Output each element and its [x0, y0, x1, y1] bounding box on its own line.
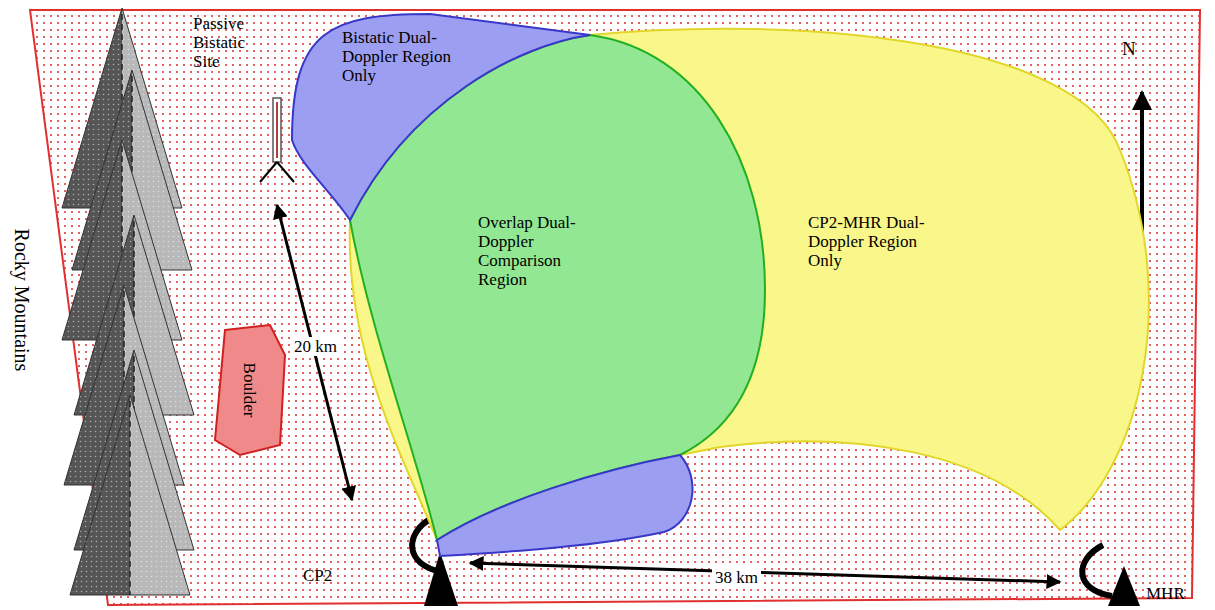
radar-label: CP2	[303, 566, 332, 585]
region-outline	[284, 8, 708, 564]
north-label: N	[1122, 38, 1136, 59]
antenna-symbol	[260, 98, 294, 182]
city-area: Boulder	[210, 320, 290, 460]
mountain-range	[62, 8, 194, 595]
region-label: Bistatic Dual-Doppler Region Only	[342, 28, 454, 85]
region-shape	[350, 29, 1149, 540]
region-label: CP2-MHR Dual-Doppler Region Only	[808, 213, 940, 270]
radar-symbol	[1082, 545, 1140, 606]
distance-arrow	[470, 563, 1060, 582]
distance-arrow	[277, 205, 352, 500]
region-label: Boulder	[240, 363, 259, 418]
distance-label: 38 km	[712, 568, 761, 587]
site-label: Passive Bistatic Site	[193, 14, 265, 71]
region-shape	[215, 325, 285, 455]
region-label: Overlap Dual-Doppler Comparison Region	[478, 213, 610, 289]
radar-label: MHR	[1146, 584, 1185, 603]
bistatic-region: Bistatic Dual-Doppler Region Only	[284, 8, 708, 564]
distance-label: 20 km	[291, 337, 340, 356]
mountain-label: Rocky Mountains	[11, 229, 33, 372]
map-ground	[30, 10, 1200, 605]
